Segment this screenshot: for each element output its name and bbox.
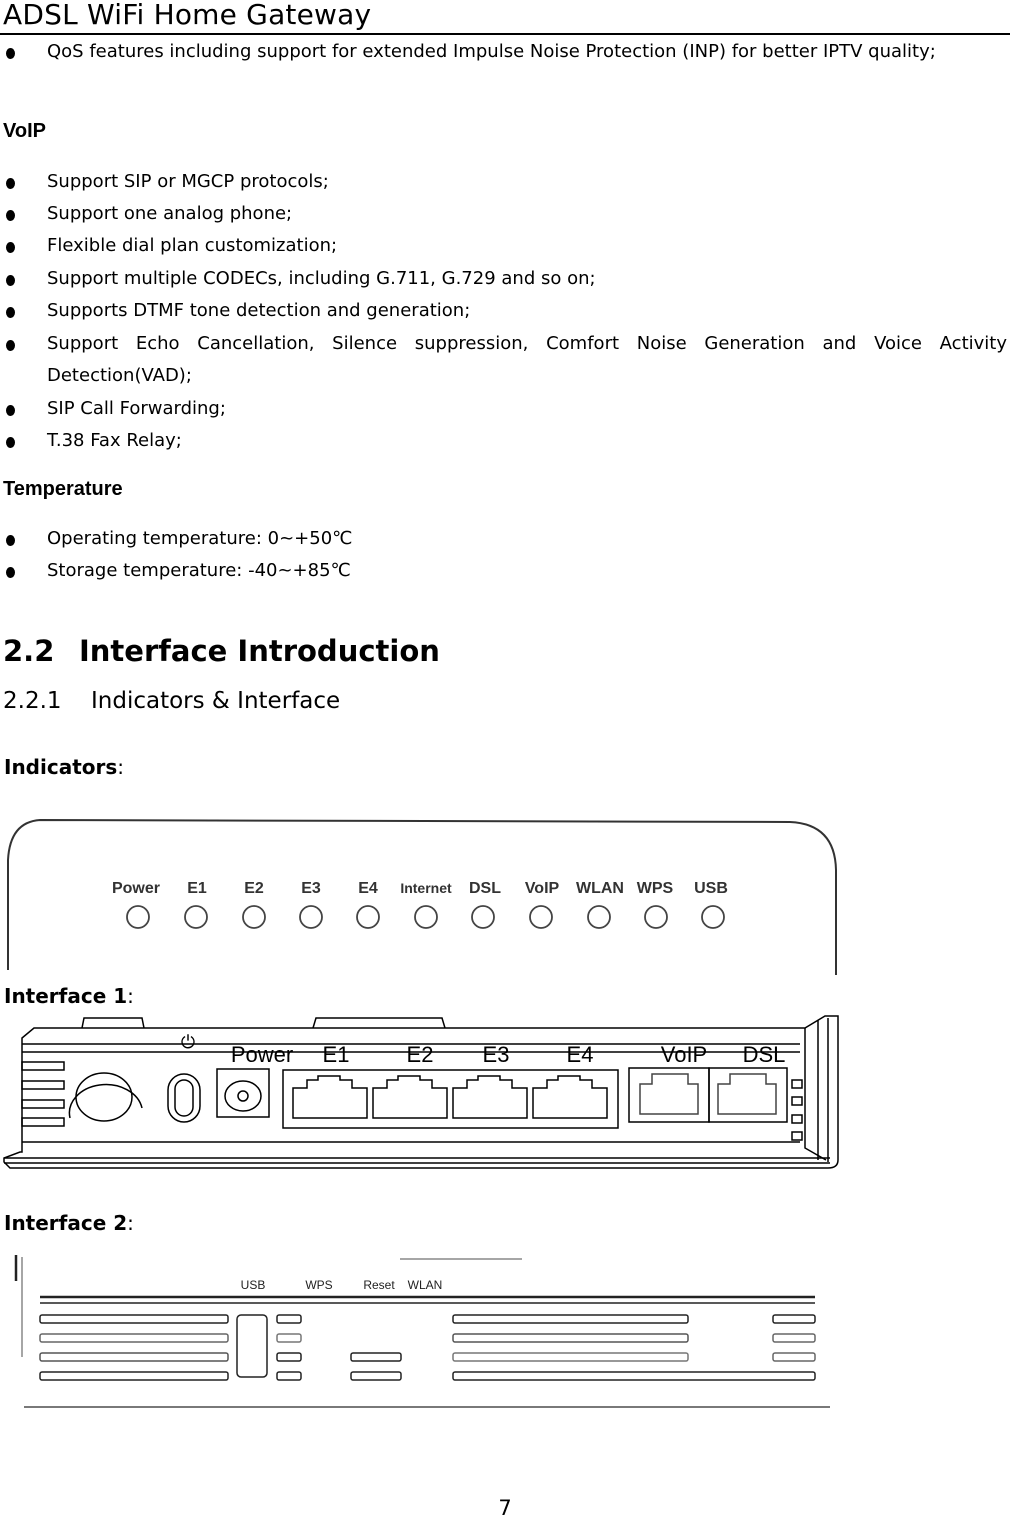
- interface1-rear-panel-figure: ⏻ Power E1 E2 E3 E4 VoIP DSL: [3, 1015, 839, 1169]
- bullet-text: Operating temperature: 0~+50℃: [47, 528, 353, 549]
- led-e3-icon: [299, 905, 323, 929]
- port-label-e3: E3: [483, 1042, 510, 1067]
- port-label-dsl: DSL: [743, 1042, 786, 1067]
- chapter-title: Interface Introduction: [79, 634, 440, 668]
- bullet-icon: [6, 275, 15, 286]
- led-label-wlan: WLAN: [576, 880, 624, 897]
- led-label-power: Power: [112, 880, 160, 897]
- port-label-voip: VoIP: [661, 1042, 707, 1067]
- led-label-e2: E2: [244, 880, 264, 897]
- led-internet-icon: [414, 905, 438, 929]
- power-symbol-icon: ⏻: [181, 1032, 195, 1052]
- bullet-text: Storage temperature: -40~+85℃: [47, 560, 351, 581]
- led-dsl-icon: [471, 905, 495, 929]
- section-heading-voip: VoIP: [3, 120, 46, 142]
- led-label-e4: E4: [358, 880, 378, 897]
- bullet-icon: [6, 340, 15, 351]
- led-usb-icon: [701, 905, 725, 929]
- led-label-internet: Internet: [400, 880, 452, 896]
- bullet-item: QoS features including support for exten…: [0, 36, 1010, 102]
- button-label-wps: WPS: [305, 1278, 332, 1292]
- chapter-heading: 2.2 Interface Introduction: [3, 634, 440, 668]
- bullet-text: T.38 Fax Relay;: [47, 430, 182, 451]
- bullet-text: Support one analog phone;: [47, 203, 293, 224]
- bullet-item: Support Echo Cancellation, Silence suppr…: [0, 328, 1010, 394]
- led-e4-icon: [356, 905, 380, 929]
- led-power-icon: [126, 905, 150, 929]
- bullet-text: Support SIP or MGCP protocols;: [47, 171, 329, 192]
- subchapter-title: Indicators & Interface: [91, 688, 341, 714]
- port-label-e4: E4: [567, 1042, 594, 1067]
- bullet-text: QoS features including support for exten…: [47, 41, 936, 62]
- chapter-number: 2.2: [3, 634, 55, 668]
- bullet-icon: [6, 242, 15, 253]
- led-label-dsl: DSL: [469, 880, 501, 897]
- page-number: 7: [498, 1496, 512, 1520]
- interface2-side-panel-figure: USB WPS Reset WLAN: [14, 1255, 830, 1408]
- subchapter-heading: 2.2.1 Indicators & Interface: [3, 688, 340, 714]
- bullet-text: Flexible dial plan customization;: [47, 235, 338, 256]
- figure-label-interface1: Interface 1:: [4, 984, 134, 1008]
- bullet-icon: [6, 48, 15, 59]
- led-e1-icon: [184, 905, 208, 929]
- port-label-e2: E2: [407, 1042, 434, 1067]
- bullet-icon: [6, 535, 15, 546]
- led-wps-icon: [644, 905, 668, 929]
- button-label-reset: Reset: [363, 1278, 395, 1292]
- figure-label-indicators: Indicators:: [4, 755, 125, 779]
- bullet-text: Support multiple CODECs, including G.711…: [47, 268, 596, 289]
- bullet-icon: [6, 405, 15, 416]
- bullet-text: Support Echo Cancellation, Silence suppr…: [47, 333, 1007, 386]
- button-label-usb: USB: [241, 1278, 266, 1292]
- led-wlan-icon: [587, 905, 611, 929]
- led-label-wps: WPS: [637, 880, 674, 897]
- bullet-icon: [6, 307, 15, 318]
- led-label-e3: E3: [301, 880, 321, 897]
- led-label-e1: E1: [187, 880, 207, 897]
- bullet-icon: [6, 210, 15, 221]
- indicators-panel-figure: Power E1 E2 E3 E4 Internet DSL VoIP WLAN…: [7, 818, 837, 975]
- bullet-text: SIP Call Forwarding;: [47, 398, 226, 419]
- led-label-voip: VoIP: [525, 880, 560, 897]
- bullet-text: Supports DTMF tone detection and generat…: [47, 300, 471, 321]
- section-heading-temperature: Temperature: [3, 478, 123, 500]
- button-label-wlan: WLAN: [408, 1278, 443, 1292]
- bullet-icon: [6, 178, 15, 189]
- led-voip-icon: [529, 905, 553, 929]
- bullet-icon: [6, 567, 15, 578]
- led-e2-icon: [242, 905, 266, 929]
- document-header-title: ADSL WiFi Home Gateway: [3, 0, 372, 31]
- bullet-icon: [6, 437, 15, 448]
- reset-button-icon: [350, 1352, 402, 1362]
- port-label-power: Power: [231, 1042, 293, 1067]
- led-label-usb: USB: [694, 880, 728, 897]
- subchapter-number: 2.2.1: [3, 688, 62, 714]
- figure-label-interface2: Interface 2:: [4, 1211, 134, 1235]
- usb-port-icon: [236, 1314, 268, 1378]
- header-divider: [0, 33, 1010, 35]
- port-label-e1: E1: [323, 1042, 350, 1067]
